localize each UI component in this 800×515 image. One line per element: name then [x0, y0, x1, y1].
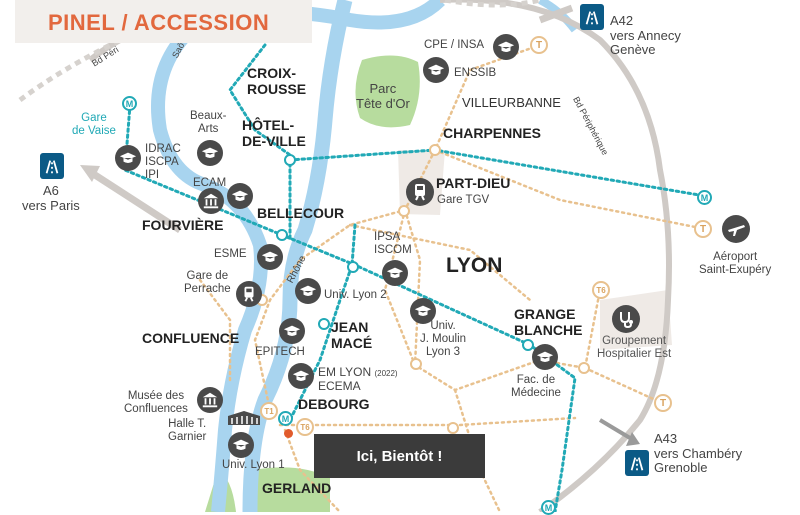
- graduation-cap-icon-em-lyon: [288, 363, 314, 389]
- page-title: PINEL / ACCESSION: [48, 10, 270, 35]
- label-fac-medecine: Fac. de Médecine: [511, 374, 561, 399]
- quartier-fourviere: FOURVIÈRE: [142, 217, 224, 233]
- ici-bientot-callout: Ici, Bientôt !: [314, 434, 485, 478]
- label-ipsa-iscom: IPSA ISCOM: [374, 231, 412, 256]
- graduation-cap-icon-fac-medecine: [532, 344, 558, 370]
- tram-marker-t1: T1: [260, 402, 278, 420]
- header-banner: PINEL / ACCESSION: [15, 0, 312, 43]
- city-lyon: LYON: [446, 254, 503, 277]
- a43-arrow: [598, 418, 632, 440]
- motorway-a42-icon: [580, 4, 604, 30]
- label-cpe-insa: CPE / INSA: [424, 39, 485, 51]
- a6-label: A6 vers Paris: [22, 183, 80, 213]
- metro-marker-east: M: [697, 190, 712, 205]
- label-halle-garnier: Halle T. Garnier: [168, 418, 207, 443]
- graduation-cap-icon-univ-lyon1: [228, 432, 254, 458]
- tram-marker-east: T: [694, 220, 712, 238]
- quartier-grange-blanche: GRANGE BLANCHE: [514, 306, 583, 338]
- label-gare-perrache: Gare de Perrache: [184, 270, 231, 295]
- graduation-cap-icon-cpe: [493, 34, 519, 60]
- a42-label: A42 vers Annecy Genève: [610, 13, 681, 58]
- label-gare-tgv: Gare TGV: [437, 194, 490, 206]
- motorway-a43-icon: [625, 450, 649, 476]
- quartier-croix-rousse: CROIX- ROUSSE: [247, 65, 307, 97]
- train-icon-part-dieu: [406, 178, 434, 206]
- graduation-cap-icon-ipsa: [382, 260, 408, 286]
- motorway-a6-icon: [40, 153, 64, 179]
- quartier-debourg: DEBOURG: [298, 396, 370, 412]
- label-parc-tete-dor: Parc Tête d'Or: [356, 81, 410, 111]
- monument-icon-ecam: [198, 188, 224, 214]
- quartier-jean-mace: JEAN MACÉ: [331, 319, 373, 351]
- a42-arrow: [538, 4, 574, 24]
- label-em-lyon-name: EM LYON: [318, 365, 372, 379]
- label-univ-lyon1: Univ. Lyon 1: [222, 459, 285, 471]
- graduation-cap-icon-univ-lyon3: [410, 298, 436, 324]
- museum-icon: [197, 387, 223, 413]
- stop-dots: [256, 144, 590, 434]
- a43-label: A43 vers Chambéry Grenoble: [654, 431, 743, 476]
- label-em-lyon-year: (2022): [374, 369, 398, 378]
- graduation-cap-icon-esme: [257, 244, 283, 270]
- label-ecam: ECAM: [193, 177, 227, 189]
- metro-marker-south: M: [541, 500, 556, 515]
- tram-marker-southeast: T: [654, 394, 672, 412]
- label-musee-confluences: Musée des Confluences: [124, 390, 188, 415]
- label-univ-lyon3: Univ. J. Moulin Lyon 3: [420, 320, 467, 358]
- graduation-cap-icon-epitech: [279, 318, 305, 344]
- tram-marker-t6-east: T6: [592, 281, 610, 299]
- label-enssib: ENSSIB: [454, 67, 497, 79]
- label-beaux-arts: Beaux- Arts: [190, 110, 227, 135]
- graduation-cap-icon-ecam: [227, 183, 253, 209]
- a6-arrow-head: [80, 165, 100, 182]
- quartier-hotel-de-ville: HÔTEL- DE-VILLE: [242, 117, 306, 149]
- graduation-cap-icon-enssib: [423, 57, 449, 83]
- label-ecema: ECEMA: [318, 379, 361, 393]
- a43-arrow-head: [626, 432, 640, 446]
- location-pin-icon: [284, 429, 293, 438]
- tram-marker-north: T: [530, 36, 548, 54]
- halle-garnier-icon: [226, 410, 262, 426]
- label-groupement-hospitalier: Groupement Hospitalier Est: [597, 335, 672, 360]
- label-esme: ESME: [214, 248, 247, 260]
- quartier-charpennes: CHARPENNES: [443, 125, 542, 141]
- label-idrac: IDRAC ISCPA IPI: [145, 143, 181, 181]
- quartier-bellecour: BELLECOUR: [257, 205, 345, 221]
- quartier-confluence: CONFLUENCE: [142, 330, 240, 346]
- train-icon-perrache: [236, 281, 262, 307]
- label-gare-de-vaise: Gare de Vaise: [72, 112, 116, 137]
- graduation-cap-icon-idrac: [115, 145, 141, 171]
- label-em-lyon: EM LYON (2022): [318, 365, 398, 379]
- label-aeroport: Aéroport Saint-Exupéry: [699, 251, 772, 276]
- quartier-gerland: GERLAND: [262, 480, 332, 496]
- graduation-cap-icon-univ-lyon2: [295, 278, 321, 304]
- a6-arrow: [93, 172, 182, 233]
- graduation-cap-icon-beaux-arts: [197, 140, 223, 166]
- metro-lines: [123, 43, 707, 512]
- airplane-icon: [722, 215, 750, 243]
- metro-marker-debourg: M: [278, 411, 293, 426]
- west-ring-dashed: [18, 37, 122, 103]
- parc-tete-dor-area: [355, 55, 420, 128]
- metro-marker-vaise: M: [122, 96, 137, 111]
- label-univ-lyon2: Univ. Lyon 2: [324, 289, 387, 301]
- stethoscope-icon: [612, 305, 640, 333]
- quartier-villeurbanne: VILLEURBANNE: [462, 95, 561, 110]
- quartier-part-dieu: PART-DIEU: [436, 175, 511, 191]
- gerland-park-area: [250, 467, 330, 512]
- tram-marker-t6: T6: [296, 418, 314, 436]
- label-epitech: EPITECH: [255, 346, 305, 358]
